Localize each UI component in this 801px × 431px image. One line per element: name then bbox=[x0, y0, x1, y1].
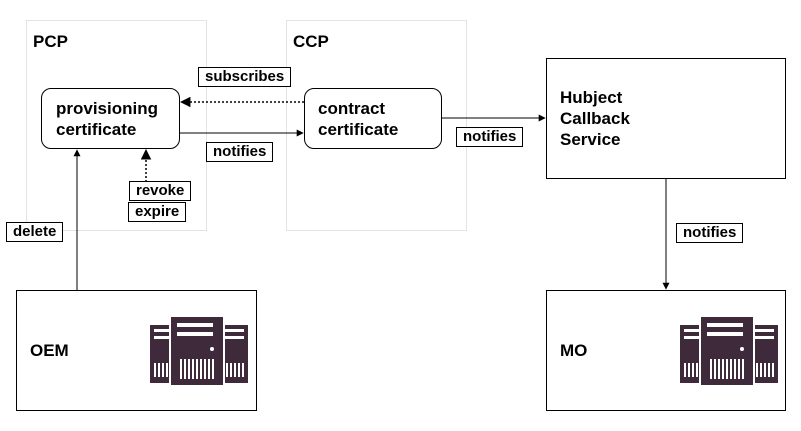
server-icon bbox=[150, 316, 248, 386]
hubject-callback-service-label: Hubject Callback Service bbox=[560, 88, 630, 149]
contract-certificate-label: contract certificate bbox=[318, 99, 399, 139]
edge-label-delete: delete bbox=[6, 222, 64, 242]
ccp-group-title: CCP bbox=[293, 32, 329, 51]
edge-label-notifies-prov-contract: notifies bbox=[206, 142, 274, 162]
provisioning-certificate-node: provisioning certificate bbox=[41, 88, 180, 149]
pcp-group-title: PCP bbox=[33, 32, 68, 51]
oem-node: OEM bbox=[16, 290, 257, 411]
edge-label-subscribes: subscribes bbox=[198, 67, 292, 87]
edge-label-expire: expire bbox=[128, 202, 187, 222]
contract-certificate-node: contract certificate bbox=[304, 88, 442, 149]
edge-label-revoke: revoke bbox=[129, 181, 192, 201]
oem-label: OEM bbox=[30, 341, 69, 360]
server-icon bbox=[680, 316, 778, 386]
mo-node: MO bbox=[546, 290, 786, 411]
provisioning-certificate-label: provisioning certificate bbox=[56, 99, 158, 139]
edge-label-notifies-contract-hubject: notifies bbox=[456, 127, 524, 147]
mo-label: MO bbox=[560, 341, 588, 360]
hubject-callback-service-node: Hubject Callback Service bbox=[546, 58, 786, 179]
edge-label-notifies-hubject-mo: notifies bbox=[676, 223, 744, 243]
